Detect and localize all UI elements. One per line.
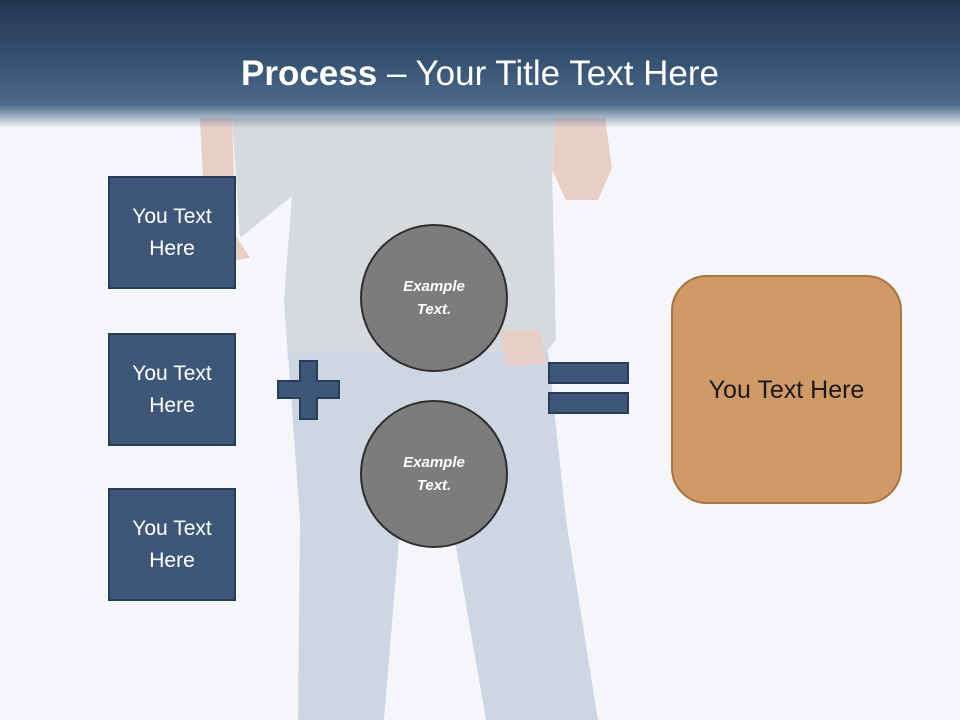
input-box-1[interactable]: You Text Here <box>108 176 236 289</box>
example-circle-2[interactable]: Example Text. <box>360 400 508 548</box>
title-bold: Process <box>241 54 378 93</box>
page-title: Process – Your Title Text Here <box>0 52 960 96</box>
input-box-label: You Text Here <box>132 361 212 417</box>
result-box[interactable]: You Text Here <box>671 275 902 504</box>
circle-text: Example Text. <box>403 278 465 318</box>
circle-text: Example Text. <box>403 454 465 494</box>
input-box-3[interactable]: You Text Here <box>108 488 236 601</box>
example-circle-1[interactable]: Example Text. <box>360 224 508 372</box>
title-rest: – Your Title Text Here <box>377 54 719 93</box>
result-label: You Text Here <box>708 375 865 404</box>
input-box-label: You Text Here <box>132 516 212 572</box>
title-bar <box>0 0 960 128</box>
plus-sign-icon <box>277 360 340 420</box>
input-box-label: You Text Here <box>132 204 212 260</box>
input-box-2[interactable]: You Text Here <box>108 333 236 446</box>
equals-sign-icon <box>548 362 629 414</box>
